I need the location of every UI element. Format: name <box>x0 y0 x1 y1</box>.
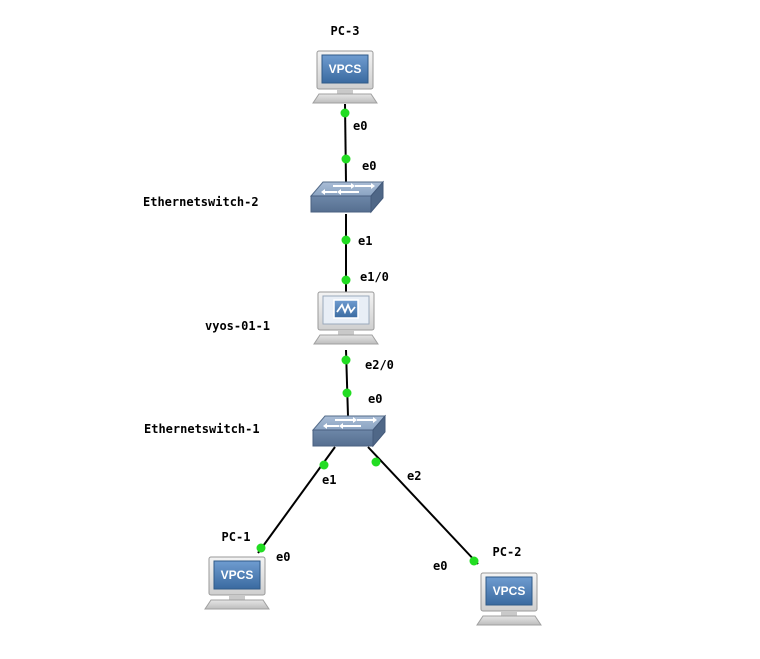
port-dot[interactable] <box>319 460 329 470</box>
port-dot[interactable] <box>341 275 351 285</box>
port-dot[interactable] <box>341 154 351 164</box>
port-labels-layer: e0 e0 e1 e1/0 e2/0 e0 e1 e0 e2 e0 <box>276 119 447 573</box>
port-label: e1/0 <box>360 270 389 284</box>
port-label: e0 <box>368 392 382 406</box>
router-monitor-icon <box>313 291 379 345</box>
port-dot[interactable] <box>469 556 479 566</box>
node-switch2[interactable]: Ethernetswitch-2 <box>143 181 384 213</box>
vpcs-computer-icon: VPCS <box>204 556 270 610</box>
node-router[interactable]: vyos-01-1 <box>205 291 379 345</box>
node-label-pc1: PC-1 <box>222 530 251 544</box>
port-dot[interactable] <box>341 235 351 245</box>
port-label: e2 <box>407 469 421 483</box>
screen-label: VPCS <box>221 568 254 582</box>
port-label: e0 <box>362 159 376 173</box>
ethernet-switch-icon <box>310 181 384 213</box>
node-pc1[interactable]: VPCS PC-1 <box>204 530 270 610</box>
port-label: e0 <box>433 559 447 573</box>
vpcs-computer-icon: VPCS <box>476 572 542 626</box>
node-pc2[interactable]: VPCS PC-2 <box>476 545 542 626</box>
port-dot[interactable] <box>341 355 351 365</box>
node-switch1[interactable]: Ethernetswitch-1 <box>144 415 386 447</box>
links-layer <box>257 103 479 565</box>
port-label: e1 <box>358 234 372 248</box>
node-label-switch2: Ethernetswitch-2 <box>143 195 259 209</box>
vpcs-computer-icon: VPCS <box>312 50 378 104</box>
port-dot[interactable] <box>371 457 381 467</box>
link-switch1-pc2[interactable] <box>367 446 479 565</box>
port-label: e0 <box>276 550 290 564</box>
screen-label: VPCS <box>493 584 526 598</box>
ethernet-switch-icon <box>312 415 386 447</box>
node-label-router: vyos-01-1 <box>205 319 270 333</box>
port-dot[interactable] <box>342 388 352 398</box>
port-dot[interactable] <box>256 543 266 553</box>
screen-label: VPCS <box>329 62 362 76</box>
port-dot[interactable] <box>340 108 350 118</box>
node-label-pc3: PC-3 <box>331 24 360 38</box>
port-label: e1 <box>322 473 336 487</box>
port-label: e0 <box>353 119 367 133</box>
port-label: e2/0 <box>365 358 394 372</box>
node-label-switch1: Ethernetswitch-1 <box>144 422 260 436</box>
node-pc3[interactable]: VPCS PC-3 <box>312 24 378 104</box>
port-dots-layer <box>256 108 479 566</box>
node-label-pc2: PC-2 <box>493 545 522 559</box>
